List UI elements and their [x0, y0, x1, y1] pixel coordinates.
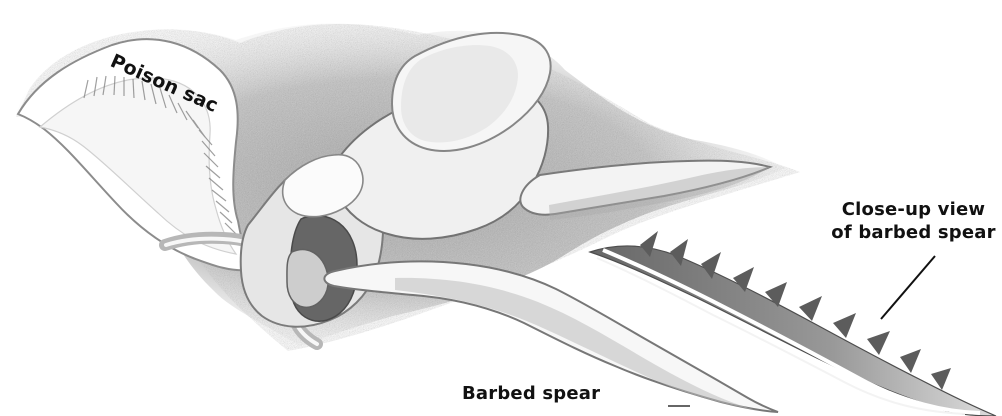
closeup-label-line-2: of barbed spear: [826, 221, 1001, 244]
closeup-spear-group: [590, 231, 996, 416]
closeup-label: Close-up view of barbed spear: [826, 198, 1001, 244]
closeup-label-line-1: Close-up view: [826, 198, 1001, 221]
barb: [900, 349, 921, 373]
barb: [833, 313, 856, 338]
barb: [867, 331, 890, 355]
barbed-spear-label: Barbed spear: [462, 383, 600, 404]
closeup-pointer-line: [881, 256, 935, 319]
